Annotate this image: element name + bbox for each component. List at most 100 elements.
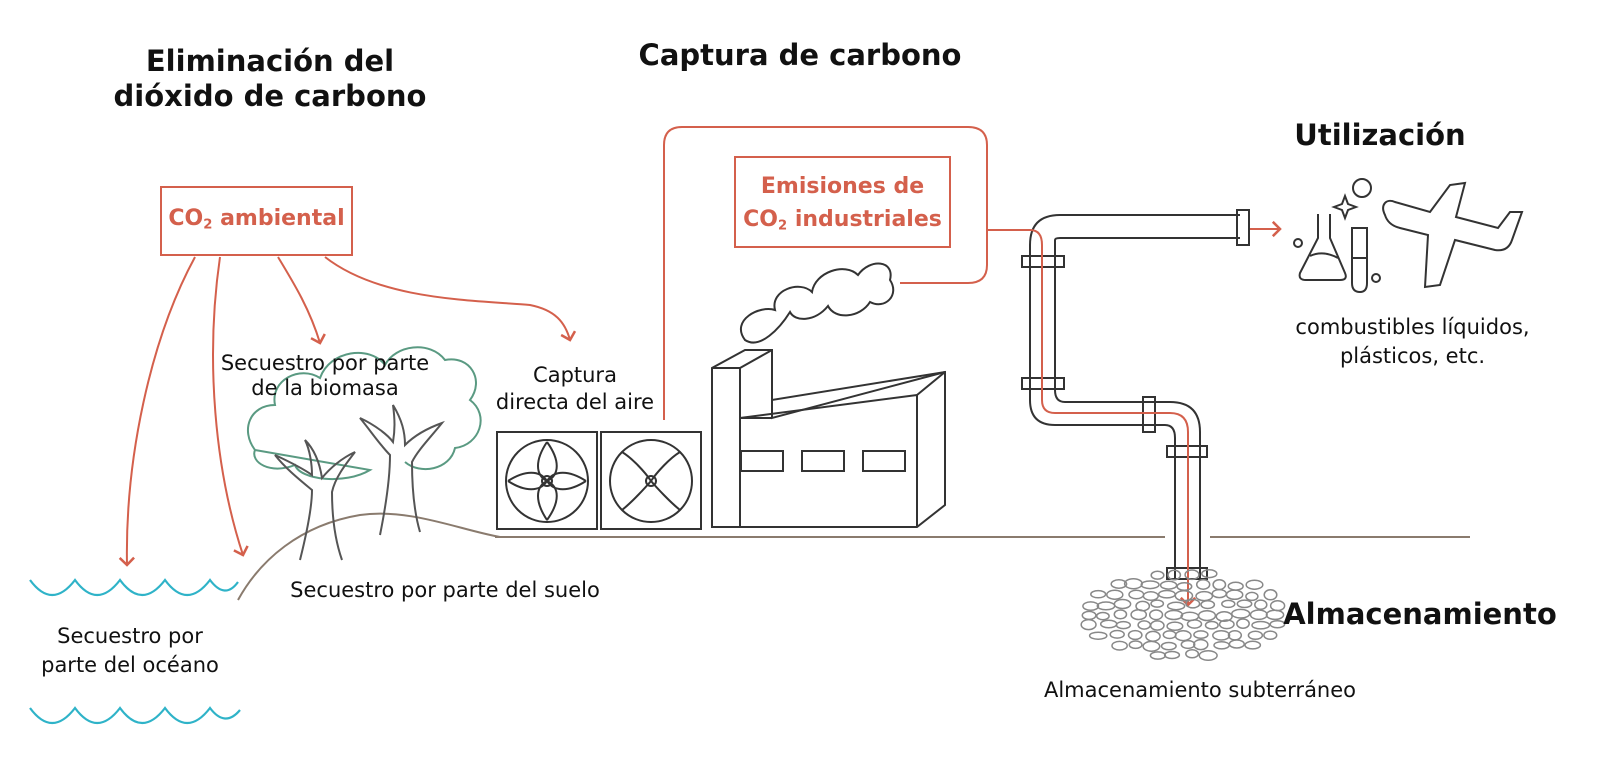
heading-carbon-capture: Captura de carbono bbox=[638, 38, 962, 72]
pebble bbox=[1157, 589, 1176, 599]
pebble bbox=[1088, 631, 1108, 640]
pipe-network bbox=[1021, 209, 1250, 580]
ocean-wave-bottom bbox=[29, 706, 241, 724]
pebble bbox=[1149, 620, 1165, 631]
heading-utilization: Utilización bbox=[1294, 118, 1466, 152]
co2-flow-line bbox=[987, 229, 1197, 607]
pebble bbox=[1263, 630, 1278, 641]
label-ocean: Secuestro por parte del océano bbox=[41, 624, 219, 678]
pebble bbox=[1113, 609, 1128, 620]
pebble bbox=[1174, 590, 1194, 602]
pebble bbox=[1236, 618, 1250, 629]
pebble bbox=[1106, 589, 1124, 600]
pebble bbox=[1130, 608, 1148, 621]
pebble bbox=[1164, 609, 1184, 621]
pebble bbox=[1244, 640, 1262, 650]
pebble bbox=[1251, 620, 1271, 630]
pebble bbox=[1269, 619, 1286, 629]
underground-storage-pebbles bbox=[1080, 569, 1286, 662]
pebble bbox=[1082, 601, 1100, 612]
arrow-to-ocean-2 bbox=[212, 256, 249, 557]
pebble bbox=[1128, 589, 1145, 600]
pebble bbox=[1213, 640, 1230, 650]
airplane-icon bbox=[1382, 181, 1524, 289]
tree-trunk-right bbox=[359, 404, 445, 536]
pebble bbox=[1111, 640, 1128, 651]
pebble bbox=[1198, 649, 1218, 662]
pebble bbox=[1142, 640, 1161, 652]
pebble bbox=[1231, 608, 1251, 619]
pebble bbox=[1163, 650, 1181, 660]
pebble bbox=[1160, 641, 1177, 651]
pebble bbox=[1265, 609, 1285, 621]
pebble bbox=[1227, 629, 1243, 641]
pebble bbox=[1263, 589, 1278, 601]
ocean-wave-top bbox=[29, 578, 239, 596]
pebble bbox=[1162, 630, 1177, 640]
pebble bbox=[1148, 609, 1164, 621]
pebble bbox=[1227, 581, 1244, 591]
arrow-to-direct-air bbox=[324, 256, 577, 342]
capture-bracket bbox=[663, 126, 988, 420]
pebble bbox=[1115, 620, 1132, 630]
arrow-to-biomass bbox=[277, 256, 326, 345]
pebble bbox=[1137, 620, 1152, 630]
pebble bbox=[1197, 609, 1217, 622]
pebble bbox=[1218, 619, 1235, 630]
pebble bbox=[1186, 619, 1203, 629]
pebble bbox=[1127, 629, 1143, 641]
pebble bbox=[1166, 621, 1184, 632]
pebble bbox=[1166, 601, 1186, 611]
pebble bbox=[1176, 581, 1193, 592]
pebble bbox=[1096, 601, 1116, 611]
label-products: combustibles líquidos, plásticos, etc. bbox=[1295, 315, 1530, 369]
pebble bbox=[1180, 639, 1196, 650]
label-underground: Almacenamiento subterráneo bbox=[1043, 678, 1357, 702]
pebble bbox=[1140, 580, 1160, 590]
label-biomass: Secuestro por parte de la biomasa bbox=[220, 351, 430, 401]
pebble bbox=[1247, 630, 1264, 641]
pebble bbox=[1167, 569, 1182, 581]
tree-trunk-left bbox=[274, 439, 356, 561]
factory bbox=[711, 349, 946, 528]
pebble bbox=[1245, 591, 1259, 602]
pebble bbox=[1185, 598, 1201, 609]
pebble bbox=[1249, 609, 1268, 621]
pebble bbox=[1149, 651, 1167, 660]
pebble bbox=[1099, 619, 1118, 629]
pebble bbox=[1212, 578, 1227, 591]
industrial-co2-box bbox=[734, 156, 951, 248]
pebble bbox=[1145, 630, 1161, 642]
pebble bbox=[1185, 649, 1200, 659]
heading-carbon-removal: Eliminación del dióxido de carbono bbox=[113, 44, 427, 113]
pebble bbox=[1095, 611, 1110, 621]
pebble bbox=[1193, 630, 1209, 640]
pebble bbox=[1254, 599, 1268, 611]
pebble bbox=[1080, 618, 1097, 631]
ambient-co2-box bbox=[160, 186, 353, 256]
smoke bbox=[740, 262, 895, 344]
pebble bbox=[1195, 579, 1211, 590]
pebble bbox=[1195, 590, 1214, 602]
pebble bbox=[1228, 639, 1245, 649]
ambient-co2-label: CO2 ambiental bbox=[168, 206, 345, 233]
pebble bbox=[1128, 640, 1143, 650]
pebble bbox=[1150, 599, 1165, 608]
label-soil: Secuestro por parte del suelo bbox=[290, 578, 600, 602]
soil-curve bbox=[237, 512, 501, 601]
pebble bbox=[1081, 610, 1097, 621]
pebble bbox=[1090, 589, 1107, 599]
pebble bbox=[1110, 579, 1128, 589]
pebble bbox=[1109, 629, 1125, 639]
heading-storage: Almacenamiento bbox=[1283, 597, 1557, 631]
pebble bbox=[1174, 630, 1192, 642]
label-direct-air: Captura directa del aire bbox=[495, 363, 655, 415]
pebble bbox=[1113, 598, 1132, 610]
pebble bbox=[1204, 620, 1219, 630]
pebble bbox=[1221, 599, 1236, 609]
pebble bbox=[1200, 599, 1216, 610]
pebble bbox=[1212, 630, 1231, 641]
pebble bbox=[1236, 599, 1253, 609]
arrow-to-ocean-1 bbox=[118, 256, 196, 567]
